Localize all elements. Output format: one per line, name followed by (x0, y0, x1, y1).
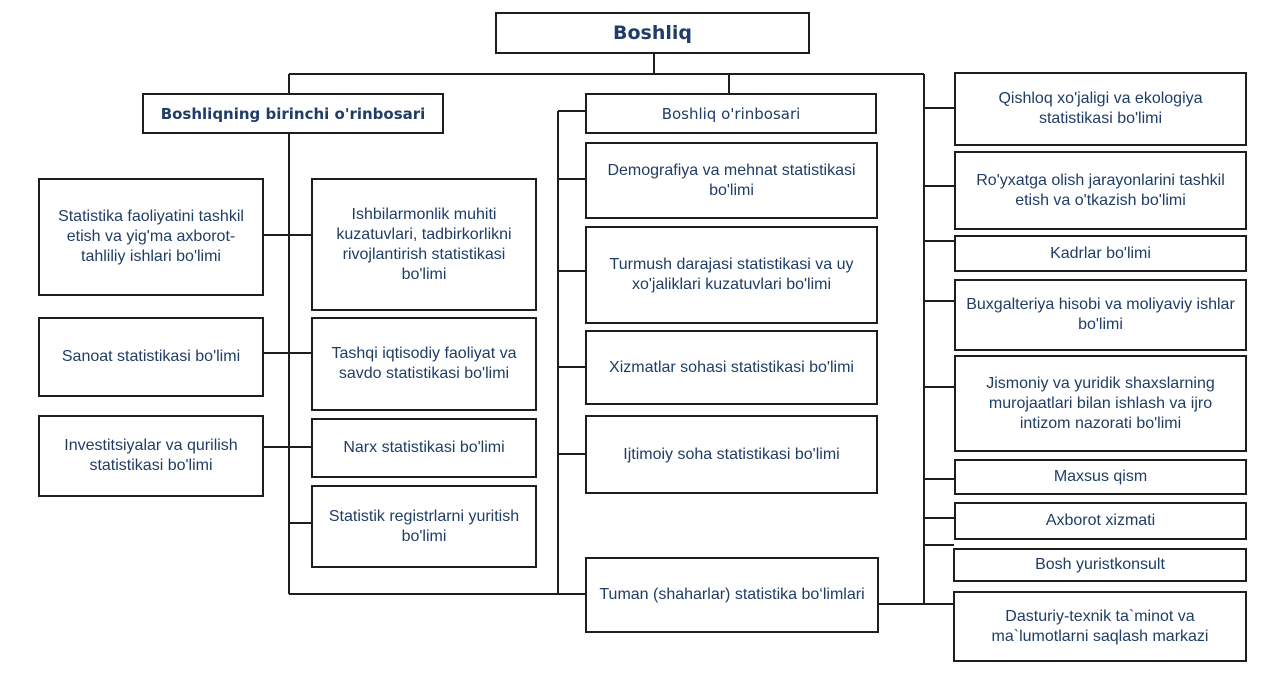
direct-unit-label: Axborot xizmati (1045, 512, 1156, 529)
direct-unit-box[interactable]: Jismoniy va yuridik shaxslarning murojaa… (954, 355, 1247, 452)
department-label: Tashqi iqtisodiy faoliyat va savdo stati… (331, 345, 517, 382)
direct-unit-box[interactable]: Axborot xizmati (954, 502, 1247, 540)
direct-unit-box[interactable]: Ro'yxatga olish jarayonlarini tashkil et… (954, 151, 1247, 230)
department-box[interactable]: Tashqi iqtisodiy faoliyat va savdo stati… (311, 317, 537, 411)
direct-unit-box[interactable]: Kadrlar bo'limi (954, 235, 1247, 272)
direct-unit-label: Buxgalteriya hisobi va moliyaviy ishlar … (966, 296, 1235, 333)
direct-unit-label: Bosh yuristkonsult (1035, 556, 1165, 573)
direct-unit-box[interactable]: Bosh yuristkonsult (953, 548, 1247, 582)
department-label: Investitsiyalar va qurilish statistikasi… (64, 437, 238, 474)
department-box[interactable]: Ishbilarmonlik muhiti kuzatuvlari, tadbi… (311, 178, 537, 311)
department-box[interactable]: Statistika faoliyatini tashkil etish va … (38, 178, 264, 296)
direct-unit-label: Jismoniy va yuridik shaxslarning murojaa… (986, 374, 1215, 432)
department-label: Turmush darajasi statistikasi va uy xo'j… (609, 256, 854, 293)
direct-unit-label: Ro'yxatga olish jarayonlarini tashkil et… (976, 171, 1225, 209)
direct-unit-box[interactable]: Buxgalteriya hisobi va moliyaviy ishlar … (954, 279, 1247, 351)
department-label: Sanoat statistikasi bo'limi (61, 348, 241, 365)
department-box[interactable]: Demografiya va mehnat statistikasi bo'li… (585, 142, 878, 219)
head-label: Boshliq (613, 22, 692, 44)
direct-unit-box[interactable]: Maxsus qism (954, 459, 1247, 495)
district-units-box[interactable]: Tuman (shaharlar) statistika bo‘limlari (585, 557, 879, 633)
department-label: Ijtimoiy soha statistikasi bo'limi (623, 445, 840, 463)
direct-unit-label: Qishloq xo'jaligi va ekologiya statistik… (998, 90, 1203, 127)
department-box[interactable]: Narx statistikasi bo'limi (311, 418, 537, 478)
department-box[interactable]: Ijtimoiy soha statistikasi bo'limi (585, 415, 878, 494)
first-deputy-box[interactable]: Boshliqning birinchi o'rinbosari (142, 93, 444, 134)
direct-unit-label: Maxsus qism (1053, 468, 1148, 485)
direct-unit-label: Dasturiy-texnik ta`minot va ma`lumotlarn… (991, 607, 1209, 645)
department-box[interactable]: Xizmatlar sohasi statistikasi bo'limi (585, 330, 878, 405)
department-label: Demografiya va mehnat statistikasi bo'li… (607, 161, 856, 199)
deputy-label: Boshliq o'rinbosari (661, 104, 801, 123)
direct-unit-box[interactable]: Dasturiy-texnik ta`minot va ma`lumotlarn… (953, 591, 1247, 662)
direct-unit-box[interactable]: Qishloq xo'jaligi va ekologiya statistik… (954, 72, 1247, 146)
district-units-label: Tuman (shaharlar) statistika bo‘limlari (599, 586, 865, 603)
department-label: Statistik registrlarni yuritish bo'limi (328, 507, 520, 545)
department-label: Ishbilarmonlik muhiti kuzatuvlari, tadbi… (336, 205, 512, 283)
department-label: Statistika faoliyatini tashkil etish va … (58, 208, 244, 265)
department-label: Xizmatlar sohasi statistikasi bo'limi (609, 358, 854, 376)
department-label: Narx statistikasi bo'limi (343, 439, 505, 456)
deputy-box[interactable]: Boshliq o'rinbosari (585, 93, 877, 134)
direct-unit-label: Kadrlar bo'limi (1050, 244, 1151, 262)
department-box[interactable]: Sanoat statistikasi bo'limi (38, 317, 264, 397)
department-box[interactable]: Turmush darajasi statistikasi va uy xo'j… (585, 226, 878, 324)
department-box[interactable]: Investitsiyalar va qurilish statistikasi… (38, 415, 264, 497)
first-deputy-label: Boshliqning birinchi o'rinbosari (160, 104, 426, 123)
department-box[interactable]: Statistik registrlarni yuritish bo'limi (311, 485, 537, 568)
head-box[interactable]: Boshliq (495, 12, 810, 54)
